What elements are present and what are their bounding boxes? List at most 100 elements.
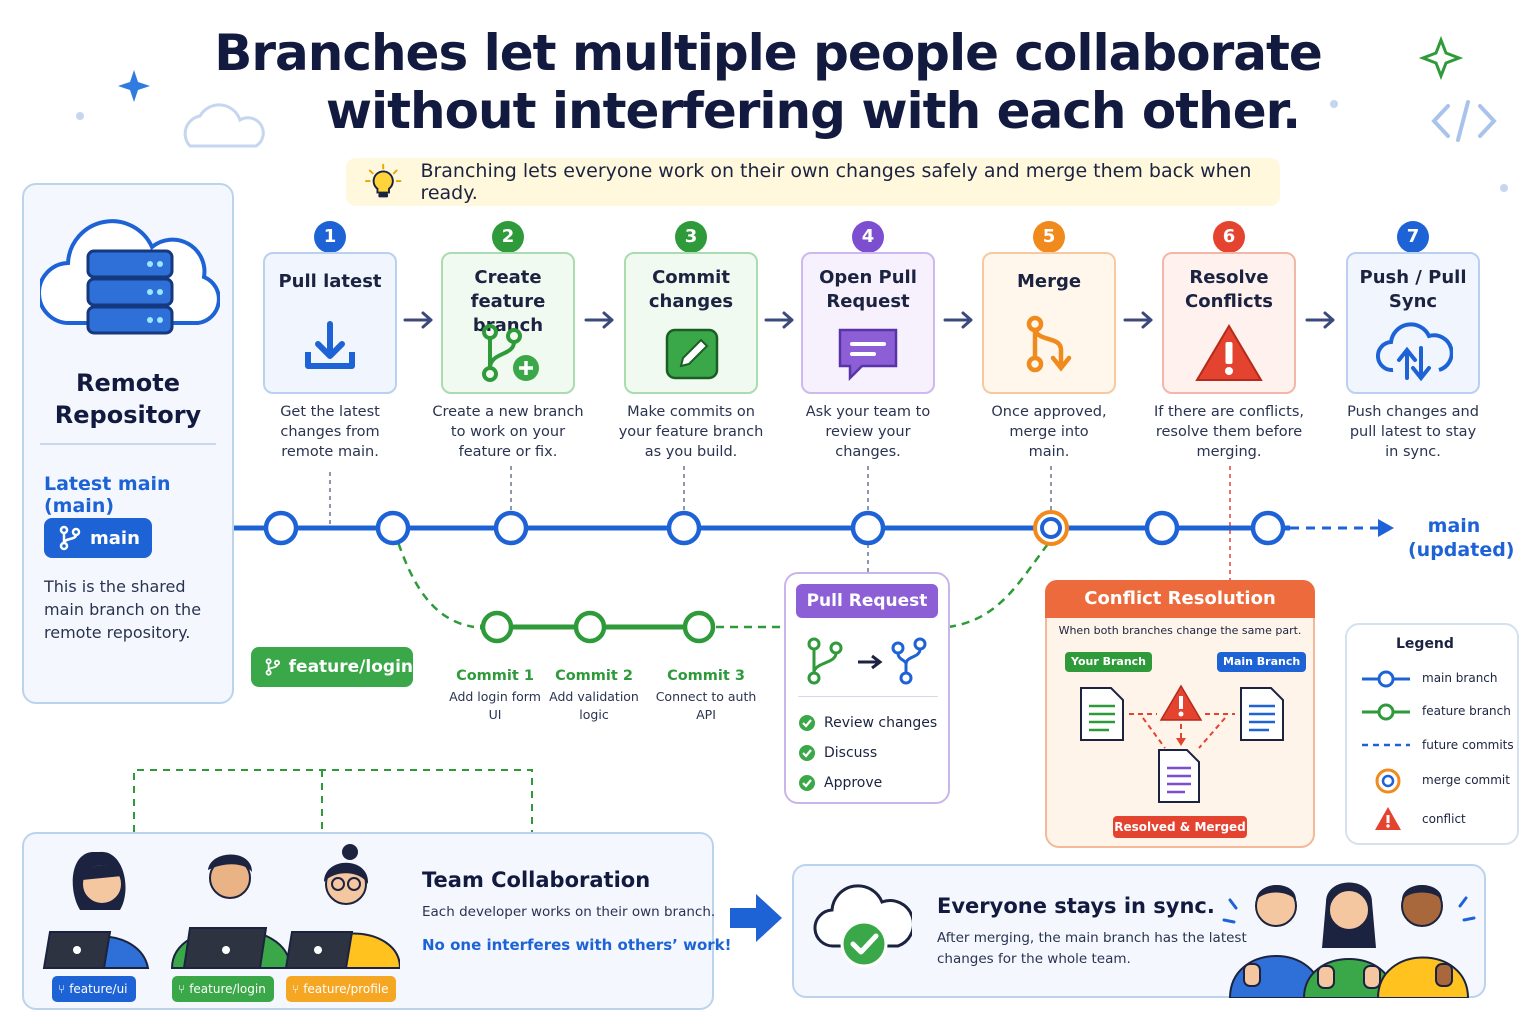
branch-add-icon	[482, 324, 539, 382]
cloud-sync-icon	[1375, 322, 1453, 382]
step-card: Pull latest	[263, 252, 397, 394]
step-number-badge: 6	[1213, 221, 1245, 253]
sync-desc: After merging, the main branch has the l…	[937, 930, 1247, 967]
team-highlight: No one interferes with others’ work!	[422, 936, 732, 954]
your-branch-tag: Your Branch	[1065, 652, 1153, 672]
step-description: If there are conflicts,resolve them befo…	[1153, 404, 1305, 460]
legend-symbols	[1362, 670, 1410, 830]
main-commit-node	[375, 510, 411, 546]
feature-login-chip-small[interactable]: ⑂feature/login	[172, 976, 274, 1002]
lightbulb-icon	[364, 163, 402, 198]
step-arrow-icon	[943, 311, 972, 329]
feature-login-chip[interactable]: feature/login	[251, 647, 413, 687]
resolved-tag: Resolved & Merged	[1113, 816, 1247, 838]
server-cloud-icon	[40, 219, 220, 335]
pr-checklist-item: Discuss	[798, 738, 937, 768]
step-number-badge: 4	[852, 221, 884, 253]
main-updated-label: main (updated)	[1408, 515, 1515, 561]
cloud-outline-icon	[183, 103, 265, 148]
step-number-badge: 2	[492, 221, 524, 253]
feature-ui-chip[interactable]: ⑂feature/ui	[52, 976, 136, 1002]
arrow-right-icon	[730, 894, 782, 942]
pr-checklist-item: Approve	[798, 768, 937, 798]
main-branch-tag: Main Branch	[1217, 652, 1307, 672]
tip-banner: Branching lets everyone work on their ow…	[346, 158, 1280, 206]
step-label: Merge	[1016, 271, 1082, 292]
page-title: Branches let multiple people collaborate…	[0, 24, 1536, 140]
feature-commit-node	[480, 610, 514, 644]
check-circle-icon	[799, 715, 815, 731]
edit-icon	[665, 328, 719, 380]
developer-avatar	[170, 854, 292, 969]
warning-icon	[1195, 324, 1263, 381]
pr-title: Pull Request	[796, 584, 938, 618]
legend-box	[1345, 623, 1519, 845]
happy-team-illustration	[1222, 882, 1476, 998]
step-arrow-icon	[584, 311, 613, 329]
cloud-check-icon	[813, 884, 912, 968]
feature-commit-node	[682, 610, 716, 644]
branch-to-branch-icon	[807, 637, 927, 685]
main-commit-node	[666, 510, 702, 546]
legend-item: feature branch	[1422, 704, 1511, 718]
main-commit-node	[850, 510, 886, 546]
developer-avatar	[284, 844, 400, 969]
sparkle-icon	[118, 70, 150, 102]
conflict-title: Conflict Resolution	[1045, 580, 1315, 618]
future-arrow-head	[1378, 519, 1394, 537]
main-commit-node	[263, 510, 299, 546]
step-arrow-icon	[1123, 311, 1153, 329]
feature-chip-label: feature/login	[288, 657, 413, 677]
team-desc: Each developer works on their own branch…	[422, 904, 716, 920]
document-icon	[1158, 749, 1200, 803]
check-circle-icon	[799, 745, 815, 761]
latest-main-label: Latest main (main)	[44, 473, 171, 517]
main-chip-label: main	[90, 527, 140, 549]
branch-out-path	[392, 529, 475, 629]
pr-checklist-item: Review changes	[798, 708, 937, 738]
step-number-badge: 1	[314, 221, 346, 253]
feature-profile-chip[interactable]: ⑂feature/profile	[286, 976, 397, 1002]
main-commit-node	[1250, 510, 1286, 546]
legend-item: future commits	[1422, 738, 1514, 752]
branch-icon: ⑂	[178, 982, 186, 996]
step-arrow-icon	[1305, 311, 1335, 329]
merge-icon	[1026, 315, 1072, 373]
title-line-1: Branches let multiple people collaborate	[214, 24, 1323, 82]
divider	[798, 696, 938, 697]
legend-item: main branch	[1422, 671, 1498, 685]
feature-commit-node	[573, 610, 607, 644]
title-line-2: without interfering with each other.	[325, 82, 1301, 140]
team-title: Team Collaboration	[422, 868, 651, 892]
code-icon	[1431, 100, 1497, 142]
branch-icon: ⑂	[292, 982, 300, 996]
conflict-diagram	[1080, 684, 1284, 803]
document-icon	[1080, 687, 1124, 741]
conflict-subtitle: When both branches change the same part.	[1058, 624, 1302, 637]
main-branch-chip[interactable]: main	[44, 518, 152, 558]
tip-text: Branching lets everyone work on their ow…	[420, 160, 1252, 204]
branch-icon: ⑂	[58, 982, 66, 996]
